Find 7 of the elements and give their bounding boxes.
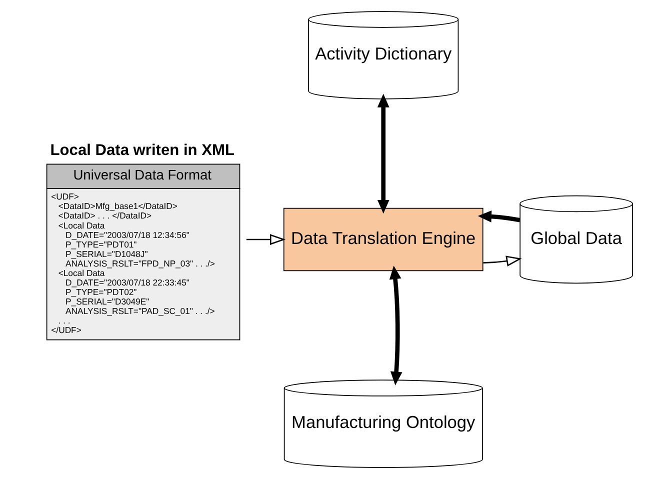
node-box: Data Translation Engine: [283, 208, 484, 272]
node-label: Local Data writen in XML: [50, 142, 234, 160]
arrow: [478, 210, 520, 222]
arrow: [377, 94, 390, 214]
arrow: [246, 234, 286, 245]
arrow: [483, 256, 522, 266]
arrow: [389, 266, 402, 386]
